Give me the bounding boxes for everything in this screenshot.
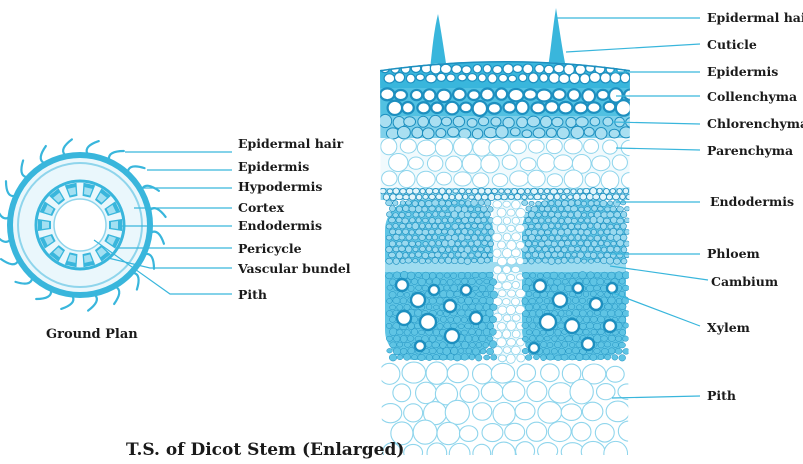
gp-label-vascular-bundel: Vascular bundel [237, 261, 351, 276]
en-label-pith: Pith [707, 388, 736, 403]
epidermal-hair [132, 271, 140, 291]
en-label-xylem: Xylem [707, 320, 750, 335]
en-label-phloem: Phloem [707, 246, 760, 261]
gp-label-hypodermis: Hypodermis [238, 179, 322, 194]
epidermal-hair [35, 289, 53, 301]
vascular-bundle [82, 182, 96, 198]
tissue-column [380, 61, 630, 455]
en-leader-pith [611, 395, 701, 399]
gp-label-endodermis: Endodermis [238, 218, 322, 233]
en-label-epidermis: Epidermis [707, 64, 778, 79]
gp-label-epidermal-hair: Epidermal hair [238, 136, 344, 151]
vascular-bundle [64, 182, 78, 198]
epidermal-hair [126, 165, 146, 173]
en-label-cuticle: Cuticle [707, 37, 757, 52]
epidermal-hair-left [430, 14, 447, 70]
en-label-endodermis: Endodermis [710, 194, 794, 209]
epidermal-hair [0, 237, 11, 243]
epidermal-hair [14, 277, 34, 285]
en-leader-cuticle [565, 43, 701, 53]
gp-label-cortex: Cortex [238, 200, 285, 215]
en-label-chlorenchyma: Chlorenchyma [707, 116, 803, 131]
gp-endodermis-ring [34, 179, 126, 271]
gp-pith [53, 198, 107, 252]
en-label-collenchyma: Collenchyma [707, 89, 797, 104]
vascular-bundle [94, 188, 111, 205]
epidermal-hair [107, 149, 125, 161]
epidermal-hair [0, 212, 10, 220]
vascular-bundles [38, 182, 122, 268]
gp-leader-pith [93, 239, 232, 295]
gp-leader-vascular-bundel [107, 257, 232, 269]
enlarged-section-figure: Epidermal hair Cuticle Epidermis Collenc… [380, 8, 803, 455]
en-label-epidermal-hair: Epidermal hair [707, 10, 803, 25]
figure-title: T.S. of Dicot Stem (Enlarged) [126, 440, 404, 460]
vascular-bundle [39, 233, 56, 249]
epidermal-hair [62, 138, 74, 156]
epidermal-hair [113, 286, 121, 306]
epidermal-hair [60, 295, 75, 311]
gp-caption: Ground Plan [46, 327, 138, 342]
en-label-cambium: Cambium [711, 274, 778, 289]
cuticle-outline [380, 61, 630, 72]
epidermal-hair [86, 294, 98, 312]
epidermal-hair [149, 207, 167, 219]
gp-label-epidermis: Epidermis [238, 159, 309, 174]
epidermal-hair [85, 139, 100, 155]
vascular-bundle [64, 252, 78, 268]
vascular-bundle [49, 188, 66, 205]
vascular-bundle [104, 233, 121, 249]
gp-label-pericycle: Pericycle [238, 241, 302, 256]
vascular-bundle [82, 252, 96, 268]
epidermal-hair [4, 180, 16, 198]
vascular-bundle [38, 219, 51, 231]
en-leader-cambium [609, 265, 709, 281]
vascular-bundle [94, 245, 111, 262]
vascular-bundle [39, 201, 56, 217]
epidermal-hair [150, 230, 166, 245]
epidermal-hair [39, 144, 47, 164]
en-label-parenchyma: Parenchyma [707, 143, 793, 158]
epidermal-hair-right [548, 8, 566, 68]
tissue-cells [380, 62, 630, 455]
epidermal-hair [144, 252, 156, 270]
vascular-bundle [109, 219, 122, 231]
vascular-bundle [104, 201, 121, 217]
gp-hypodermis-ring [17, 162, 143, 288]
epidermal-hair [20, 159, 28, 179]
epidermal-hair [0, 258, 19, 266]
en-leader-parenchyma [615, 147, 701, 151]
ground-plan-figure: Epidermal hair Epidermis Hypodermis Cort… [0, 136, 351, 342]
vascular-bundle [49, 245, 66, 262]
en-leader-chlorenchyma [611, 121, 701, 125]
gp-label-pith: Pith [238, 287, 267, 302]
en-leader-xylem [609, 291, 701, 327]
